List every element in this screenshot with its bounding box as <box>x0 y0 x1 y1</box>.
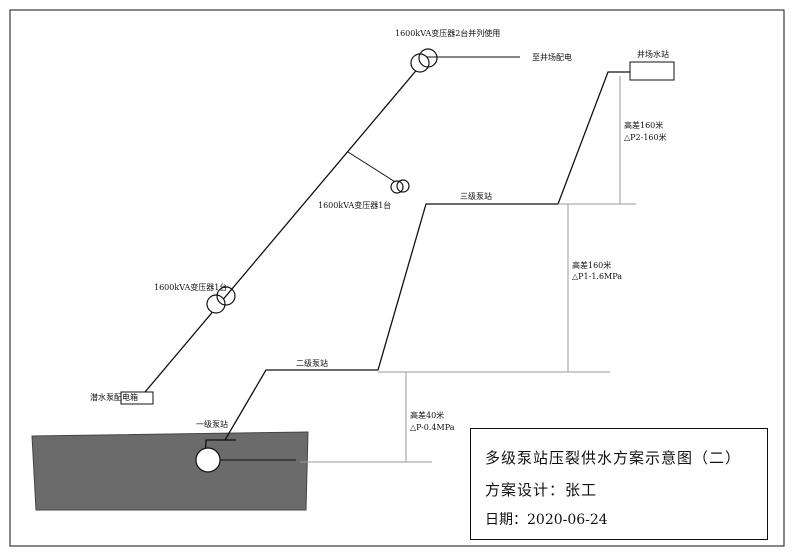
transformer-low-symbol <box>206 286 236 314</box>
label-height-diff-1: 高差40米 <box>410 410 444 420</box>
power-line <box>139 59 426 399</box>
submersible-box-rect <box>120 391 154 405</box>
title-block: 多级泵站压裂供水方案示意图（二） 方案设计：张工 日期：2020-06-24 <box>470 428 768 540</box>
branch-to-transformer-mid <box>347 151 401 186</box>
stage1-pump-circle <box>195 447 221 473</box>
label-stage1-station: 一级泵站 <box>196 419 228 429</box>
main-pipeline <box>224 71 632 441</box>
drawing-frame <box>9 9 785 547</box>
transformer-mid-symbol <box>390 179 410 194</box>
label-to-well-power: 至井场配电 <box>532 52 572 62</box>
label-stage3-station: 三级泵站 <box>460 191 492 201</box>
designer-line: 方案设计：张工 <box>485 481 598 499</box>
label-transformer-top: 1600kVA变压器2台并列使用 <box>395 28 500 38</box>
label-pressure-2: △P1-1.6MPa <box>572 272 622 281</box>
label-transformer-low: 1600kVA变压器1台 <box>154 282 227 292</box>
label-pressure-1: △P-0.4MPa <box>410 423 455 432</box>
label-submersible-box: 潜水泵配电箱 <box>90 392 138 402</box>
reservoir <box>31 431 309 511</box>
well-water-station-box <box>629 61 675 81</box>
date-line: 日期：2020-06-24 <box>485 512 608 528</box>
label-height-diff-3: 高差160米 <box>624 120 663 130</box>
transformer-top-symbol <box>410 48 438 73</box>
label-well-water-station: 井场水站 <box>637 49 669 59</box>
label-height-diff-2: 高差160米 <box>572 260 611 270</box>
drawing-title: 多级泵站压裂供水方案示意图（二） <box>485 449 742 467</box>
label-transformer-mid: 1600kVA变压器1台 <box>318 200 391 210</box>
label-pressure-3: △P2-160米 <box>624 132 667 142</box>
label-stage2-station: 二级泵站 <box>296 358 328 368</box>
